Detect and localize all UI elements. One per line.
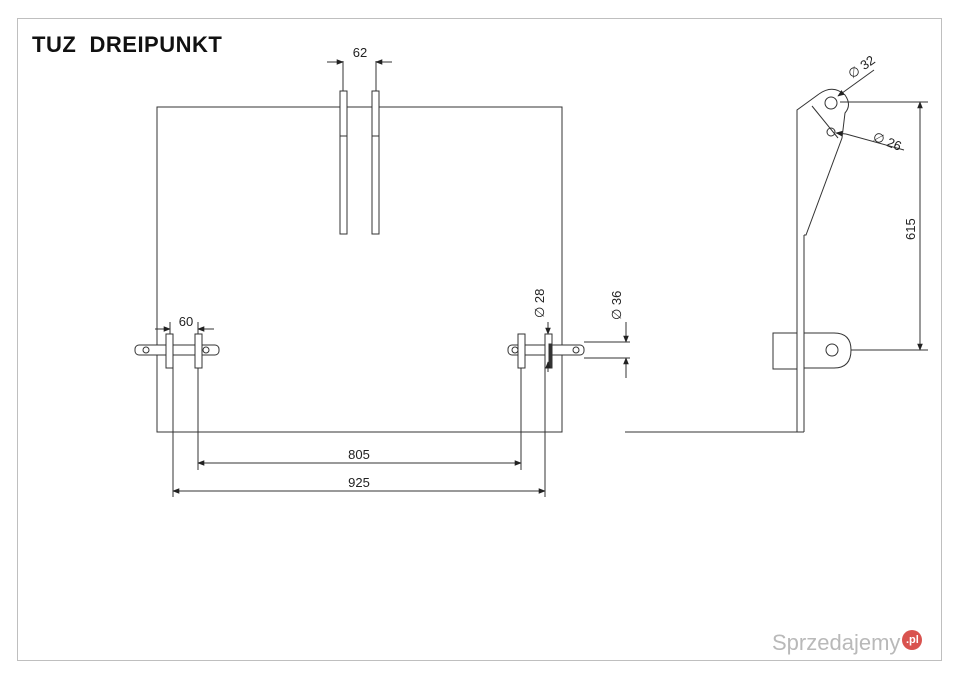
dimension-d32-leader [837,69,875,97]
dim-label-62: 62 [353,45,367,60]
dimension-925 [172,368,546,497]
left-lower-pin [134,333,220,369]
right-lower-pin [507,333,585,369]
dim-label-d36: ∅ 36 [609,291,624,320]
dimension-60 [155,322,214,334]
dimension-62 [327,59,392,91]
dim-label-805: 805 [348,447,370,462]
side-lower-hitch [772,332,852,370]
watermark-tld-badge: .pl [902,630,923,650]
dimension-d26-leader [835,130,905,151]
dimension-805 [197,368,522,470]
dimension-615 [840,101,928,351]
dim-label-60: 60 [179,314,193,329]
watermark-logo: Sprzedajemy.pl [772,630,923,656]
watermark-text: Sprzedajemy [772,630,901,655]
dim-label-925: 925 [348,475,370,490]
dim-label-615: 615 [903,218,918,240]
drawing-title: TUZ DREIPUNKT [32,32,223,57]
side-view-frame [796,88,849,433]
front-plate [156,106,563,433]
dim-label-d28: ∅ 28 [532,289,547,318]
dim-label-d32: ∅ 32 [845,52,878,81]
drawing-frame [17,18,942,661]
dim-label-d26: ∅ 26 [871,129,904,154]
dimension-d36 [584,322,630,378]
